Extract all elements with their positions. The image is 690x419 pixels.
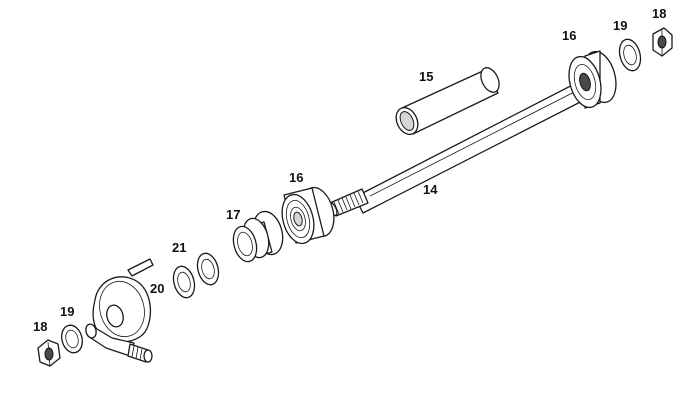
shim-ring-part: [172, 265, 196, 299]
label-19-left: 19: [60, 304, 74, 319]
label-20: 20: [150, 281, 164, 296]
bearing-right-part: [568, 50, 617, 109]
bearing-spacer-part: [232, 210, 284, 263]
spacer-tube-part: [395, 67, 500, 136]
washer-left-part: [61, 324, 83, 354]
speedo-drive-part: [85, 258, 154, 363]
nut-right-part: [652, 27, 673, 57]
label-18-left: 18: [33, 319, 47, 334]
label-17: 17: [226, 207, 240, 222]
seal-ring-part: [196, 252, 220, 286]
label-19-right: 19: [613, 18, 627, 33]
label-18-right: 18: [652, 6, 666, 21]
bearing-left-part: [281, 186, 335, 245]
nut-left-part: [37, 339, 61, 367]
label-14: 14: [423, 182, 438, 197]
label-15: 15: [419, 69, 433, 84]
washer-right-part: [618, 38, 642, 72]
label-16-left: 16: [289, 170, 303, 185]
label-16-right: 16: [562, 28, 576, 43]
label-21: 21: [172, 240, 186, 255]
